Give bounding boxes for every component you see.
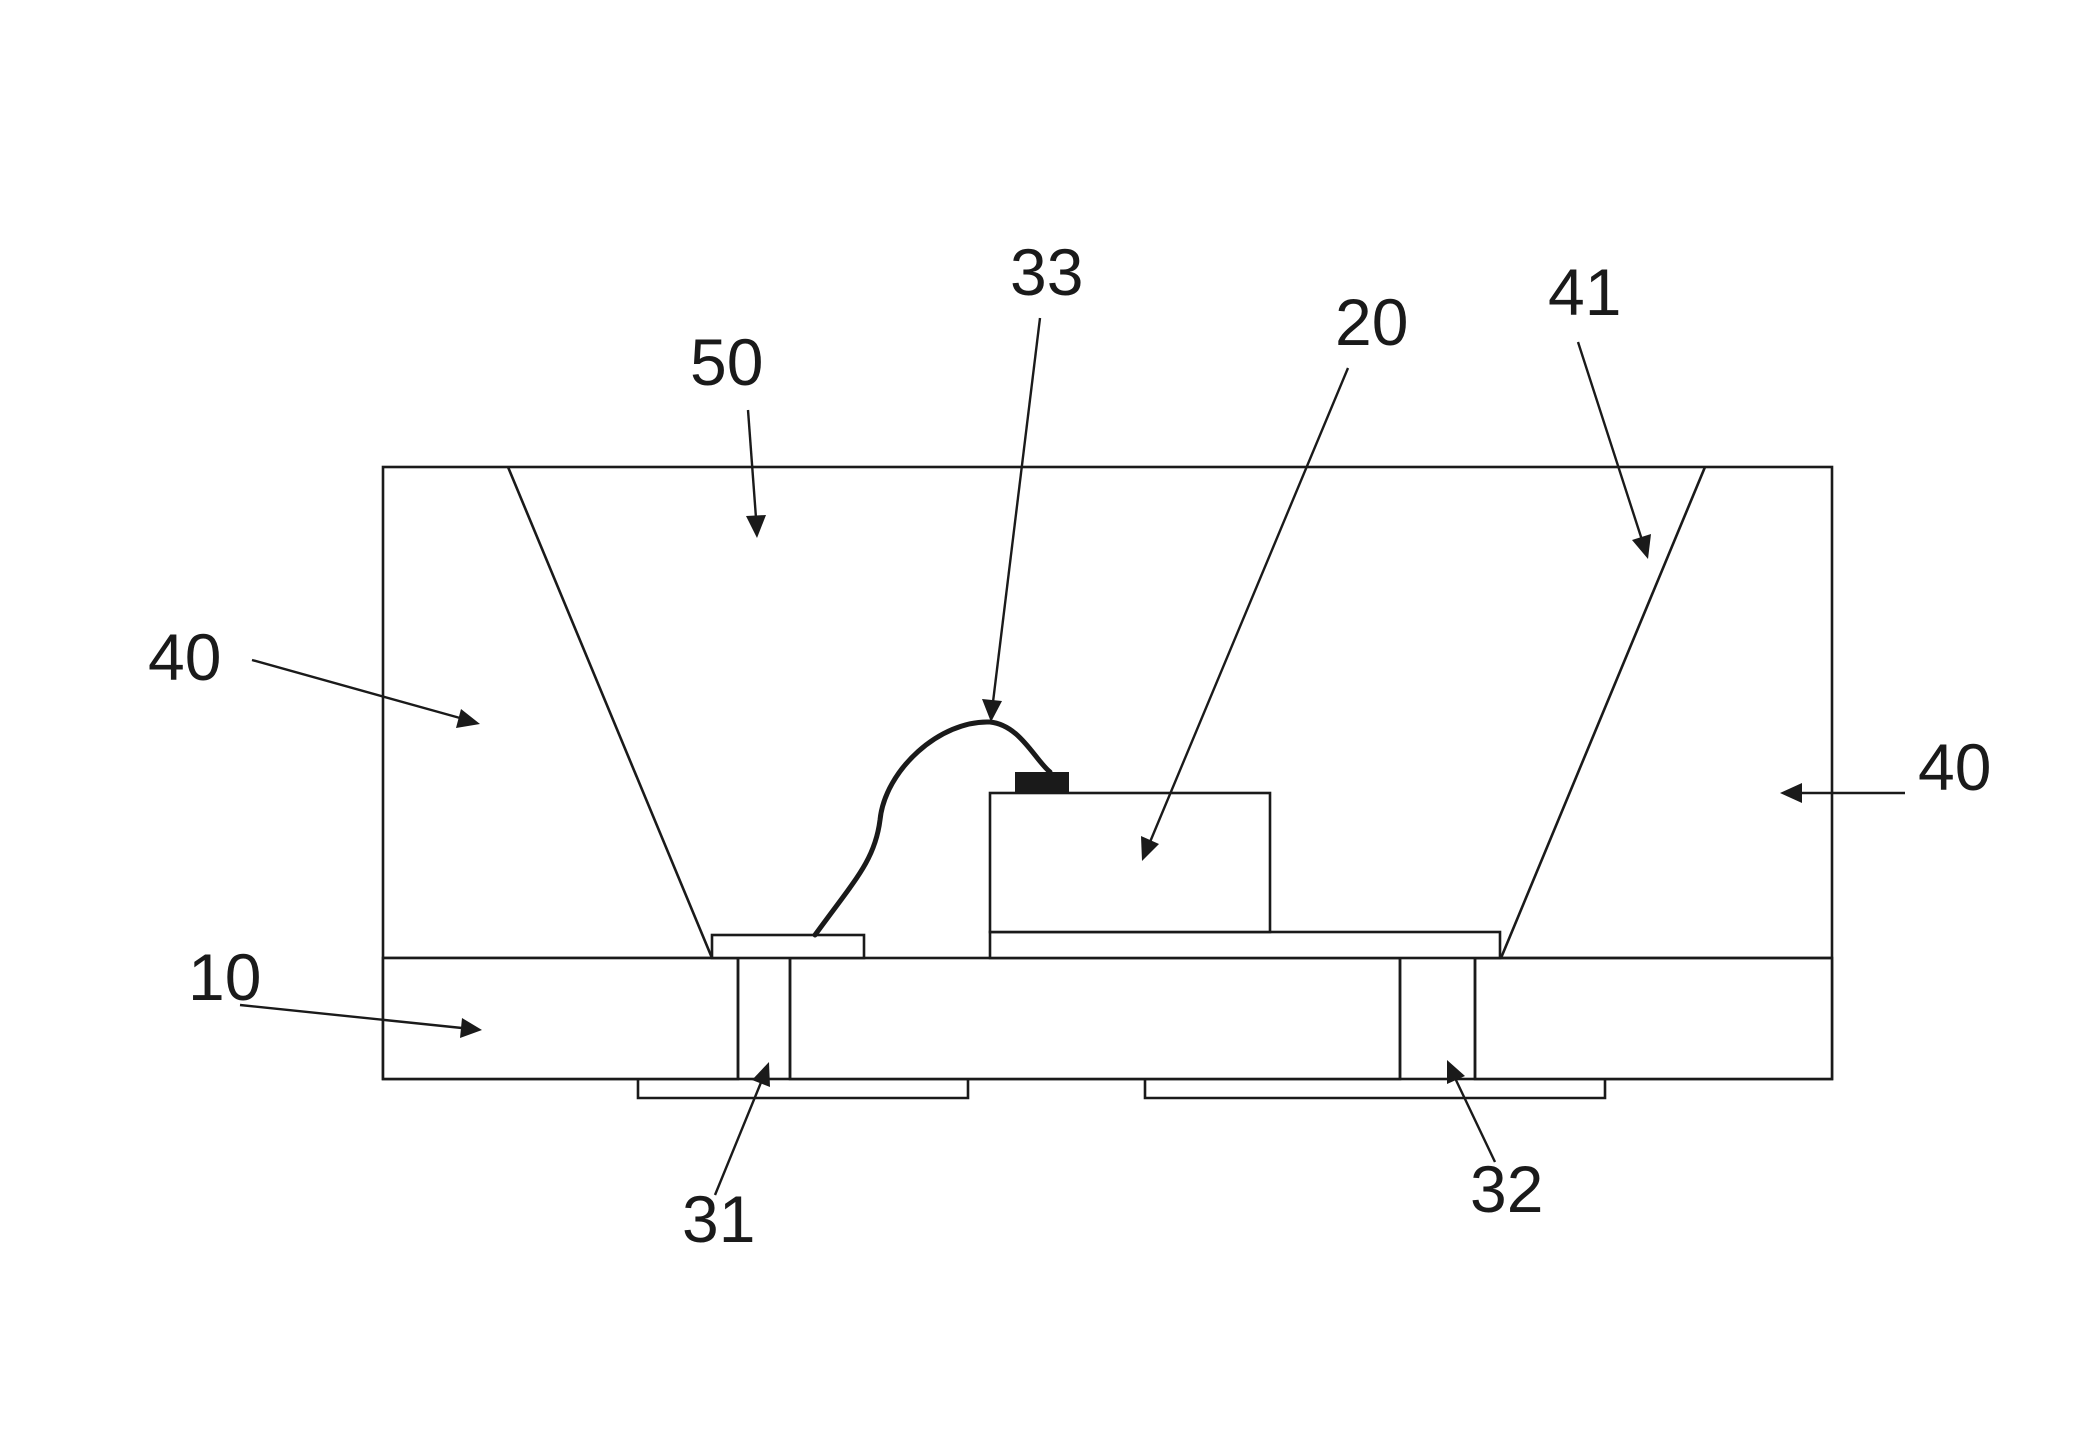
label-10: 10 [188, 940, 261, 1014]
substrate-segment-left [383, 958, 738, 1079]
bottom-pad-right [1145, 1079, 1605, 1098]
label-33: 33 [1010, 235, 1083, 309]
label-50: 50 [690, 325, 763, 399]
led-chip [990, 793, 1270, 932]
leader-33 [993, 318, 1040, 702]
label-31: 31 [682, 1182, 755, 1256]
leader-20 [1150, 368, 1348, 842]
label-40-left: 40 [148, 620, 221, 694]
label-20: 20 [1335, 285, 1408, 359]
top-pad-right [990, 932, 1500, 958]
arrowhead-33 [982, 699, 1002, 722]
substrate-segment-center [790, 958, 1400, 1079]
arrowhead-41 [1632, 534, 1651, 559]
arrowhead-31 [752, 1062, 770, 1087]
substrate-segment-right [1475, 958, 1832, 1079]
label-41: 41 [1548, 255, 1621, 329]
leader-40-left [252, 660, 460, 718]
label-40-right: 40 [1918, 730, 1991, 804]
reflector-wall-right [1501, 467, 1705, 958]
arrowhead-40-right [1780, 783, 1802, 803]
leader-41 [1578, 342, 1642, 540]
arrowhead-40-left [456, 709, 480, 728]
top-pad-left [712, 935, 864, 958]
chip-bond-pad [1015, 772, 1069, 793]
leader-50 [748, 410, 756, 518]
bottom-pad-left [638, 1079, 968, 1098]
arrowhead-50 [746, 515, 766, 538]
reflector-wall-left [508, 467, 712, 958]
label-32: 32 [1470, 1152, 1543, 1226]
leader-32 [1455, 1078, 1495, 1162]
